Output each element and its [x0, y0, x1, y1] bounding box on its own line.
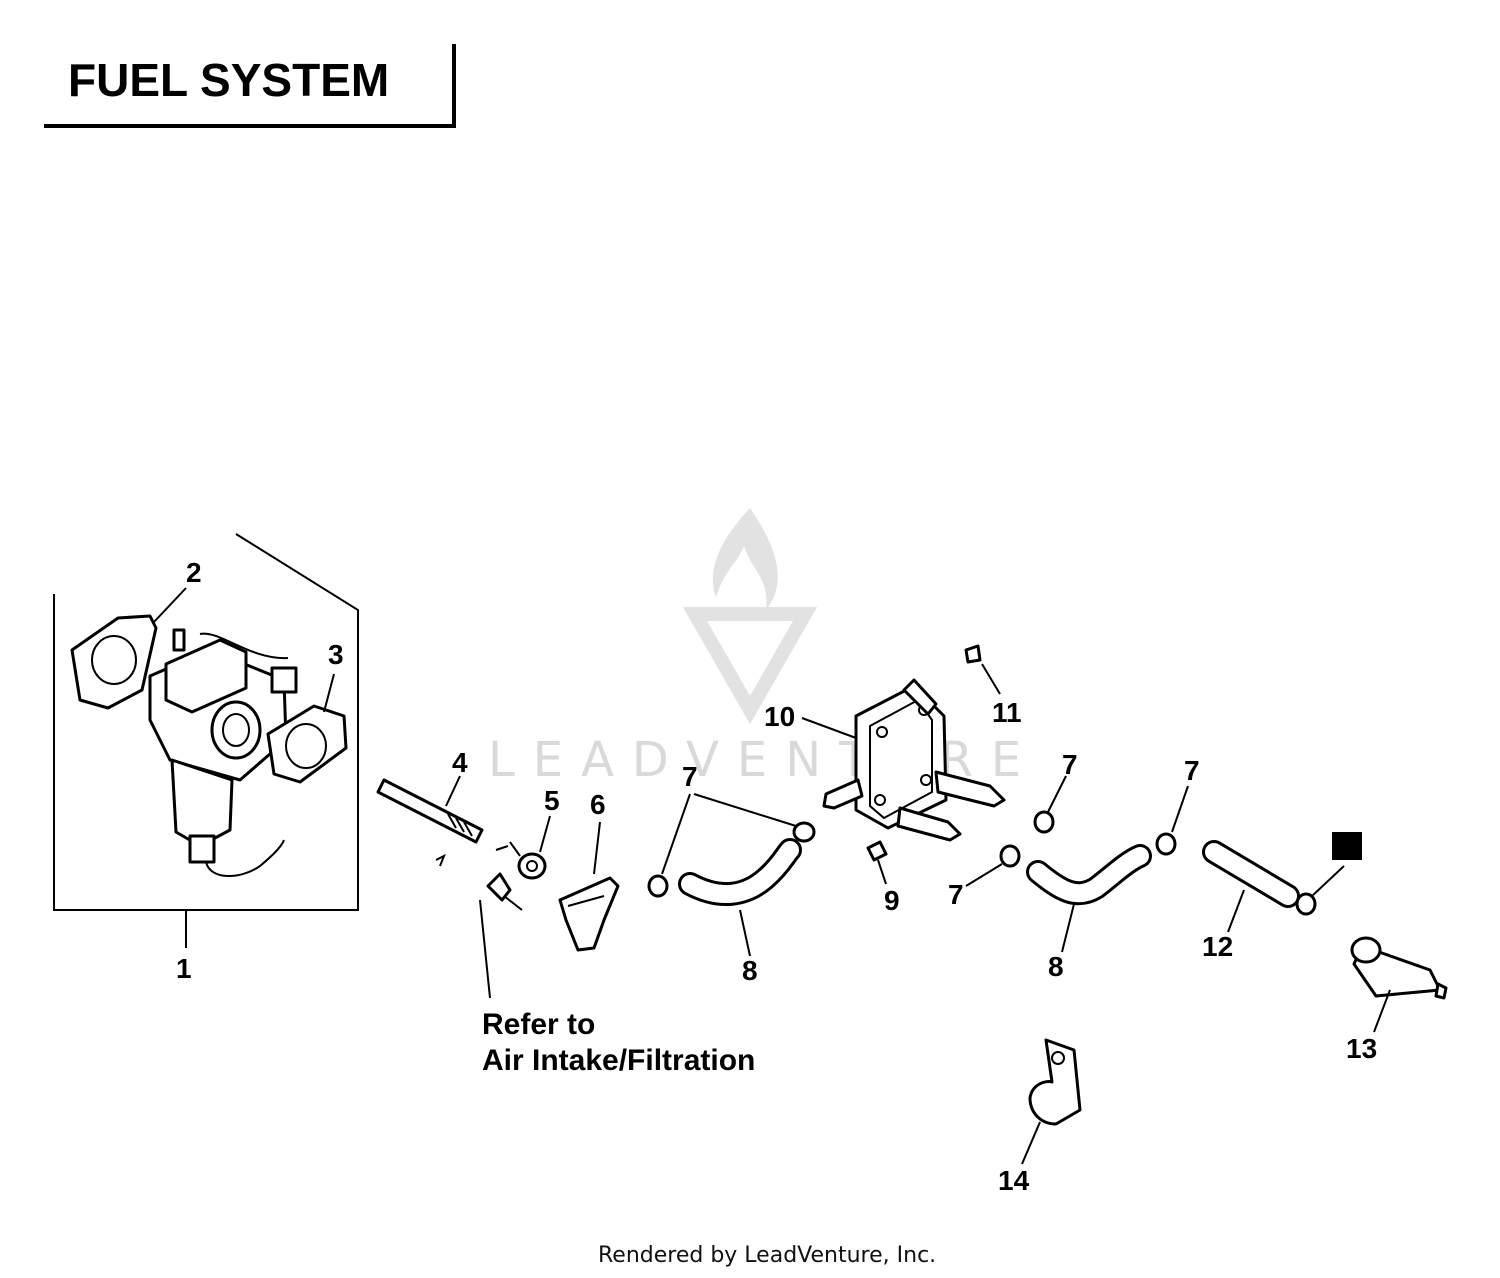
- callout-7-right: 7: [1184, 755, 1200, 786]
- carburetor-assembly-group: [53, 533, 359, 948]
- screw-11-shape: [964, 644, 1001, 695]
- callout-7-left: 7: [682, 761, 698, 792]
- fuel-filter-13-shape: [1350, 936, 1448, 1033]
- callout-9: 9: [884, 885, 900, 916]
- hose-12-shape: [1202, 832, 1362, 933]
- hose-8-left-shape: [647, 793, 816, 957]
- callout-12: 12: [1202, 931, 1233, 962]
- footer-credit: Rendered by LeadVenture, Inc.: [598, 1243, 936, 1268]
- nut-5-shape: [517, 815, 551, 880]
- callout-7-upper: 7: [1062, 749, 1078, 780]
- reference-note-line2: Air Intake/Filtration: [482, 1044, 755, 1077]
- callout-8-right: 8: [1048, 951, 1064, 982]
- callout-3: 3: [328, 639, 344, 670]
- fuel-pump-10-shape: [801, 678, 1006, 842]
- black-square-marker: [1332, 832, 1362, 860]
- callout-14: 14: [998, 1165, 1030, 1196]
- callout-7-lower: 7: [948, 879, 964, 910]
- callout-11: 11: [992, 697, 1022, 728]
- watermark: LEADVENTURE: [488, 508, 1021, 788]
- gasket-2-shape: [70, 614, 158, 710]
- gasket-3-shape: [266, 704, 348, 784]
- title-box: FUEL SYSTEM: [44, 44, 456, 128]
- reference-note-line1: Refer to: [482, 1008, 595, 1041]
- callout-1: 1: [176, 953, 192, 984]
- callout-2: 2: [186, 557, 202, 588]
- bracket-6-shape: [558, 821, 620, 952]
- callout-13: 13: [1346, 1033, 1377, 1064]
- hose-8-right-shape: [965, 775, 1189, 953]
- screw-9-shape: [866, 840, 888, 885]
- loose-hardware: [435, 841, 523, 999]
- stud-4-shape: [376, 775, 484, 844]
- callout-8-left: 8: [742, 955, 758, 986]
- carburetor-shape: [148, 628, 298, 878]
- page-title: FUEL SYSTEM: [68, 54, 389, 106]
- callout-5: 5: [544, 785, 560, 816]
- callout-10: 10: [764, 701, 795, 732]
- clamp-14-shape: [1021, 1038, 1082, 1165]
- callout-4: 4: [452, 747, 468, 778]
- callout-6: 6: [590, 789, 606, 820]
